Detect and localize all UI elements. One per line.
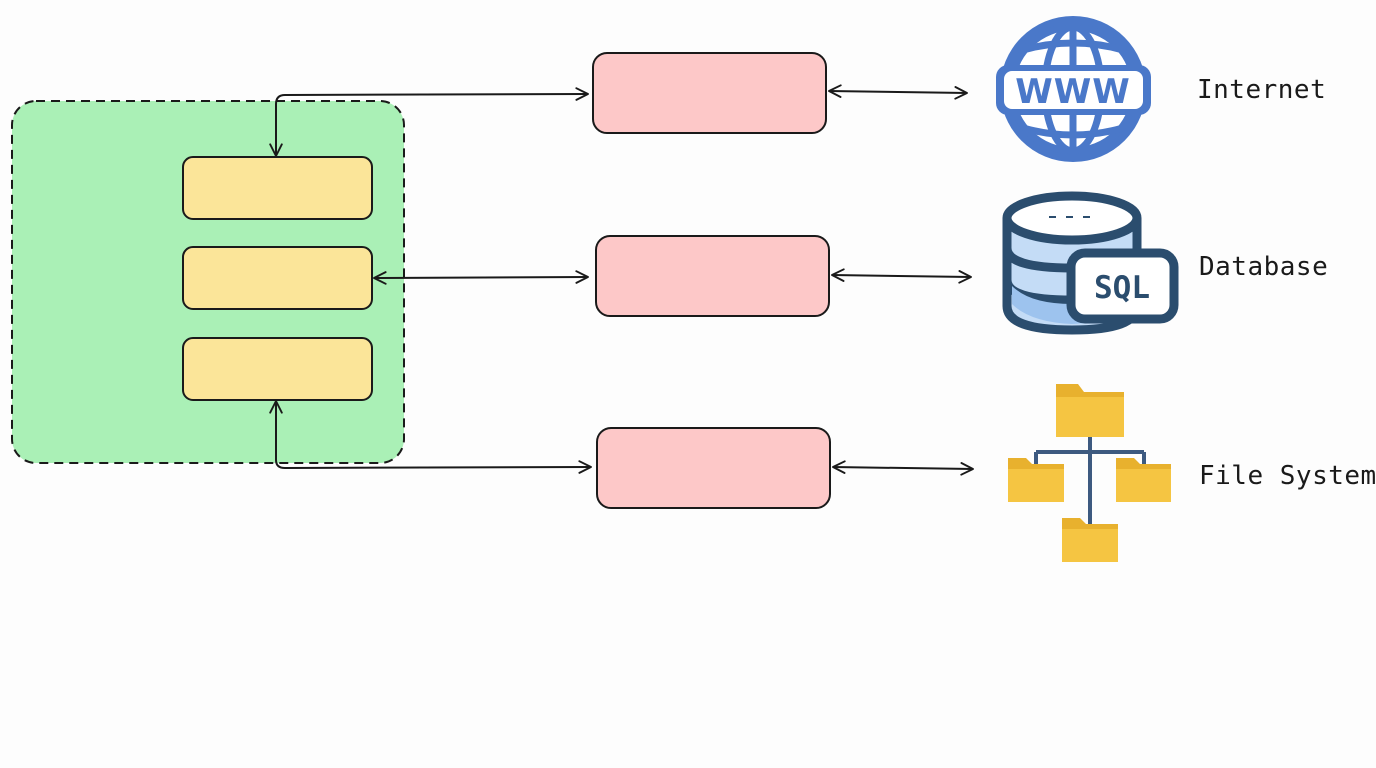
sql-badge-text: SQL	[1094, 270, 1150, 306]
arrow-connector-to-internet	[828, 84, 968, 100]
file-system-label: File System	[1199, 461, 1376, 491]
arrow-connector-to-database	[831, 268, 972, 284]
arrow-connector-to-filesystem	[832, 460, 974, 476]
www-icon-text: WWW	[1015, 72, 1131, 112]
inner-block-2	[182, 246, 373, 310]
connector-block-internet	[592, 52, 827, 134]
inner-block-3	[182, 337, 373, 401]
www-globe-icon: WWW	[996, 16, 1151, 162]
internet-label: Internet	[1197, 75, 1327, 105]
database-label: Database	[1199, 252, 1329, 282]
folder-tree-icon	[1008, 384, 1171, 562]
inner-block-1	[182, 156, 373, 220]
arrow-block1-to-internet-connector	[269, 87, 589, 157]
arrow-block3-to-filesystem-connector	[269, 400, 592, 474]
connector-block-database	[595, 235, 830, 317]
connector-block-filesystem	[596, 427, 831, 509]
arrow-block2-to-database-connector	[373, 270, 589, 285]
sql-database-icon: SQL	[1002, 191, 1179, 335]
